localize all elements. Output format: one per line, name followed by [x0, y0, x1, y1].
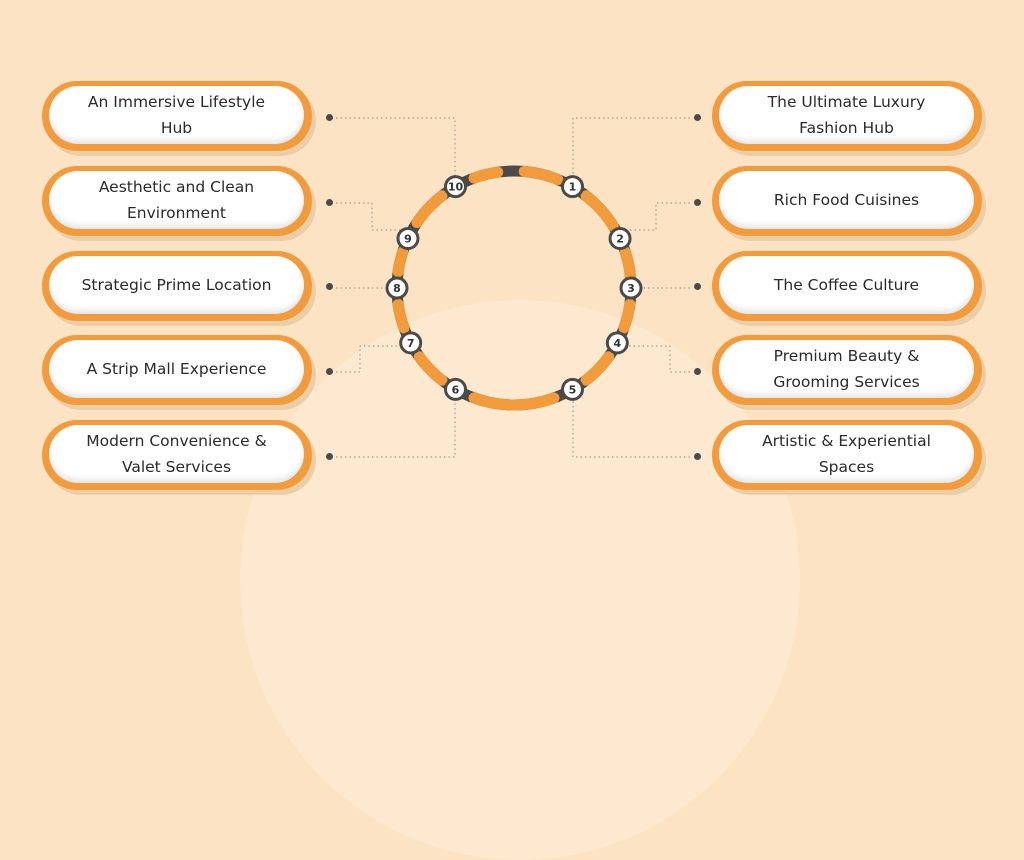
node-circle-5 — [561, 377, 584, 401]
connector-line-10 — [336, 117, 456, 186]
node-5: 5 — [561, 377, 584, 401]
node-number-10: 10 — [448, 181, 464, 194]
ring-segments — [392, 165, 636, 411]
card-9-label: Aesthetic and Clean Environment — [49, 171, 304, 229]
node-circle-2 — [608, 227, 632, 251]
card-6-label: Modern Convenience & Valet Services — [49, 425, 304, 483]
node-number-8: 8 — [393, 282, 401, 295]
ring-accent-11 — [468, 166, 504, 184]
ring-accent-1 — [518, 165, 564, 186]
node-number-2: 2 — [616, 233, 624, 246]
connector-dot-2 — [694, 199, 701, 206]
ring-accent-4 — [618, 298, 636, 334]
node-number-6: 6 — [452, 383, 460, 396]
node-circle-9 — [396, 227, 420, 251]
card-2: Rich Food Cuisines — [712, 166, 982, 236]
node-10: 10 — [444, 175, 467, 199]
card-8-label: Strategic Prime Location — [49, 256, 304, 314]
card-8: Strategic Prime Location — [42, 251, 312, 321]
card-4: Premium Beauty & Grooming Services — [712, 335, 982, 405]
card-4-label: Premium Beauty & Grooming Services — [719, 340, 974, 398]
node-circle-8 — [385, 276, 409, 300]
card-5-label: Artistic & Experiential Spaces — [719, 425, 974, 483]
ring-accent-8 — [392, 298, 410, 334]
ring-accent-3 — [619, 246, 636, 282]
node-number-4: 4 — [613, 337, 621, 350]
node-circle-1 — [561, 175, 584, 199]
ring-accent-6 — [468, 392, 560, 411]
connector-dot-1 — [694, 114, 701, 121]
connector-dot-8 — [326, 283, 333, 290]
node-number-1: 1 — [569, 181, 577, 194]
card-1-label: The Ultimate Luxury Fashion Hub — [719, 86, 974, 144]
ring-accent-7 — [413, 351, 448, 386]
node-number-7: 7 — [407, 337, 415, 350]
connector-dot-10 — [326, 114, 333, 121]
wheel-diagram: 1 2 3 4 5 6 7 8 9 10 — [336, 117, 690, 458]
ring-accent-2 — [580, 190, 619, 232]
card-10-label: An Immersive Lifestyle Hub — [49, 86, 304, 144]
ring-nodes: 1 2 3 4 5 6 7 8 9 10 — [385, 175, 643, 401]
connector-line-9 — [336, 202, 416, 231]
connector-dot-4 — [694, 368, 701, 375]
connector-line-2 — [616, 202, 690, 231]
connector-line-6 — [336, 388, 456, 458]
node-1: 1 — [561, 175, 584, 199]
node-3: 3 — [619, 276, 643, 300]
connector-dot-6 — [326, 453, 333, 460]
connector-line-5 — [572, 388, 690, 458]
node-number-3: 3 — [627, 282, 635, 295]
card-5: Artistic & Experiential Spaces — [712, 420, 982, 490]
connector-line-4 — [616, 345, 690, 373]
card-7-label: A Strip Mall Experience — [49, 340, 304, 398]
card-10: An Immersive Lifestyle Hub — [42, 81, 312, 151]
card-9: Aesthetic and Clean Environment — [42, 166, 312, 236]
connector-dot-7 — [326, 368, 333, 375]
node-4: 4 — [605, 331, 629, 355]
connector-lines — [336, 117, 690, 458]
diagram-canvas: An Immersive Lifestyle Hub Aesthetic and… — [42, 81, 982, 860]
node-circle-4 — [605, 331, 629, 355]
node-circle-7 — [399, 331, 423, 355]
card-6: Modern Convenience & Valet Services — [42, 420, 312, 490]
connector-dot-9 — [326, 199, 333, 206]
ring-accent-5 — [580, 351, 615, 386]
card-3: The Coffee Culture — [712, 251, 982, 321]
node-number-5: 5 — [569, 383, 577, 396]
card-1: The Ultimate Luxury Fashion Hub — [712, 81, 982, 151]
connector-line-1 — [572, 117, 690, 186]
node-8: 8 — [385, 276, 409, 300]
node-circle-10 — [444, 175, 467, 199]
ring-accent-9 — [392, 246, 409, 278]
node-6: 6 — [444, 377, 467, 401]
card-7: A Strip Mall Experience — [42, 335, 312, 405]
ring-accent-10 — [411, 190, 448, 229]
node-7: 7 — [399, 331, 423, 355]
node-circle-3 — [619, 276, 643, 300]
connector-dot-5 — [694, 453, 701, 460]
node-2: 2 — [608, 227, 632, 251]
node-number-9: 9 — [404, 233, 412, 246]
node-9: 9 — [396, 227, 420, 251]
card-3-label: The Coffee Culture — [719, 256, 974, 314]
card-2-label: Rich Food Cuisines — [719, 171, 974, 229]
connector-line-7 — [336, 345, 416, 373]
node-circle-6 — [444, 377, 467, 401]
connector-dot-3 — [694, 283, 701, 290]
